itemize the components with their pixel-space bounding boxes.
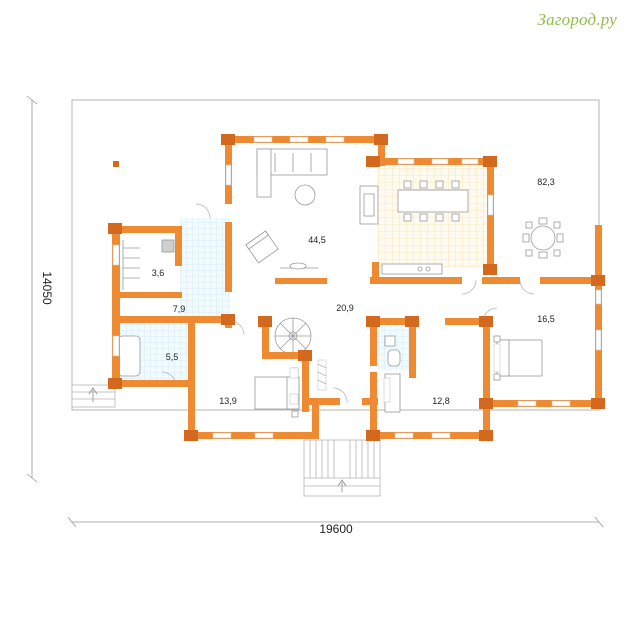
room-label-living: 44,5 [308, 235, 326, 245]
log-joints [108, 134, 605, 441]
room-label-bedroom-right: 16,5 [537, 314, 555, 324]
sofa [256, 148, 328, 198]
spiral-stair [274, 317, 312, 355]
bed-right [493, 335, 543, 381]
entrance-steps [303, 439, 381, 497]
dimension-height-label: 14050 [40, 271, 54, 305]
kitchen-counter [381, 263, 443, 275]
room-label-hall: 7,9 [173, 304, 186, 314]
dining-table [397, 180, 469, 222]
room-label-bedroom-mid: 12,8 [432, 396, 450, 406]
room-label-pantry: 3,6 [152, 268, 165, 278]
fireplace [359, 185, 379, 225]
stair-vents [317, 363, 327, 385]
pantry-shelves [122, 239, 175, 290]
room-label-terrace: 82,3 [537, 177, 555, 187]
terrace-table [522, 217, 564, 259]
room-label-bedroom-left: 13,9 [219, 396, 237, 406]
dimension-width-label: 19600 [319, 522, 353, 536]
toilet [384, 335, 401, 367]
windows [112, 136, 602, 439]
dimension-horizontal [67, 516, 604, 528]
coffee-table [294, 184, 316, 206]
room-label-bath: 5,5 [166, 352, 179, 362]
bathtub [117, 335, 141, 377]
dimension-vertical [26, 95, 38, 483]
side-steps [71, 384, 116, 408]
room-label-corridor: 20,9 [336, 303, 354, 313]
tile-floor-hall [180, 218, 230, 320]
watermark-logo: Загород.ру [537, 10, 617, 29]
tile-floor-kitchen [378, 160, 490, 268]
armchair [245, 230, 279, 264]
tv-stand [280, 262, 318, 270]
